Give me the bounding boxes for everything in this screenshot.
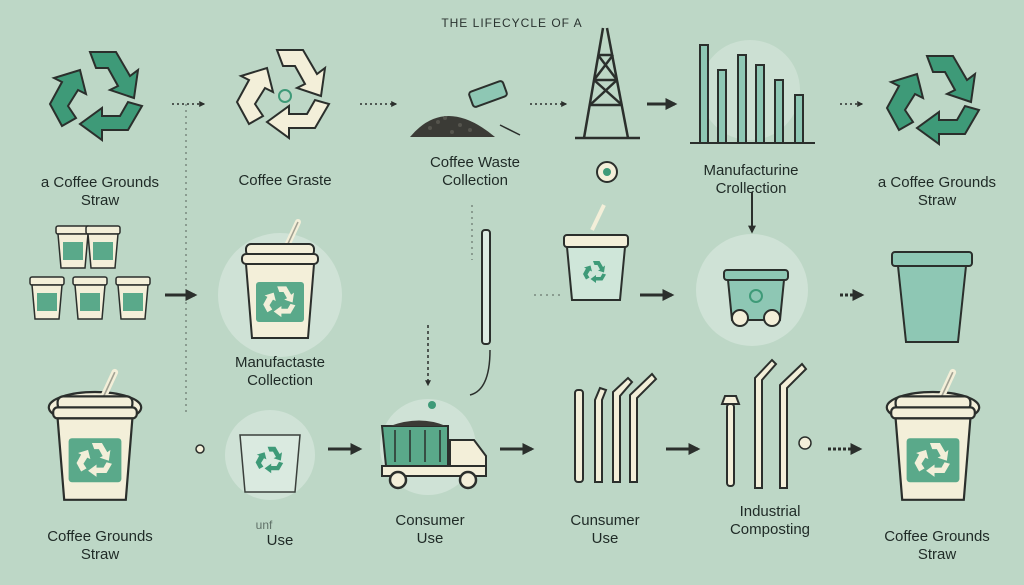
- seed-icon: [799, 437, 811, 449]
- label-consumer-use-1: Consumer Use: [370, 512, 490, 548]
- label-waste-collection: Coffee Waste Collection: [395, 154, 555, 190]
- recycle-icon: [50, 52, 142, 140]
- garbage-truck-icon: [380, 399, 486, 495]
- coffee-grounds-pile-icon: [410, 80, 520, 137]
- coffee-cup-icon: [49, 372, 141, 500]
- label-coffee-graste: Coffee Graste: [210, 172, 360, 190]
- bar-chart-icon: [690, 40, 815, 143]
- cup-stack-icon: [30, 226, 150, 319]
- label-top-left: a Coffee Grounds Straw: [15, 174, 185, 210]
- recycle-icon: [887, 56, 979, 144]
- label-bottom-right: Coffee Grounds Straw: [852, 528, 1022, 564]
- seed-icon: [428, 401, 436, 409]
- compost-bin-icon: [696, 234, 808, 346]
- label-consumer-use-2: Cunsumer Use: [545, 512, 665, 548]
- straw-icon: [470, 230, 490, 395]
- label-bottom-left: Coffee Grounds Straw: [15, 528, 185, 564]
- label-manufactaste: Manufactaste Collection: [205, 354, 355, 390]
- label-manufacturine: Manufacturine Crollection: [676, 162, 826, 198]
- recycle-icon: [237, 50, 329, 138]
- oil-derrick-icon: [575, 28, 640, 138]
- coffee-cup-icon: [887, 372, 979, 500]
- plain-cup-icon: [892, 252, 972, 342]
- clear-cup-icon: [564, 205, 628, 300]
- clear-cup-icon: [225, 410, 315, 500]
- label-use: Use: [245, 532, 315, 550]
- straw-icon: [575, 374, 656, 482]
- label-top-right: a Coffee Grounds Straw: [852, 174, 1022, 210]
- seed-icon: [597, 162, 617, 182]
- seed-icon: [196, 445, 204, 453]
- label-industrial: Industrial Composting: [700, 503, 840, 539]
- straw-icon: [722, 360, 806, 488]
